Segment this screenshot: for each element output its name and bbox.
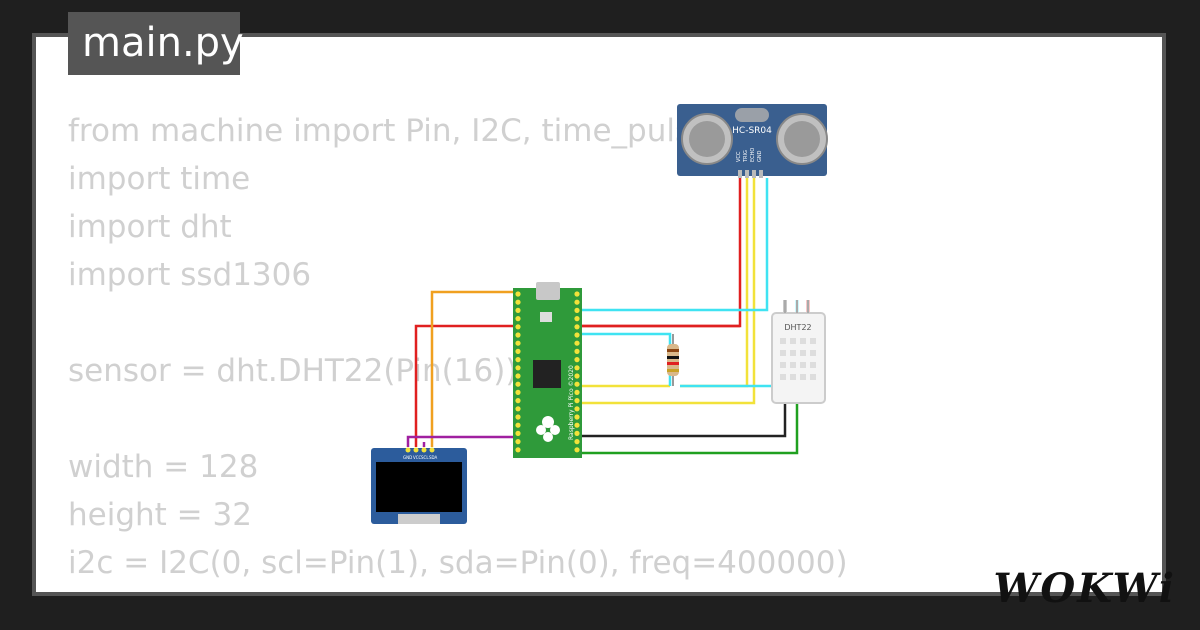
dht-sensor[interactable]: DHT22 — [771, 300, 826, 404]
pico-pin — [574, 307, 580, 313]
code-line: import ssd1306 — [68, 257, 312, 293]
pico-label: Raspberry Pi Pico ©2020 — [568, 365, 575, 440]
dht-label: DHT22 — [784, 323, 811, 332]
pico-pin — [574, 414, 580, 420]
pico-pin — [515, 307, 521, 313]
oled-pin-label: SDA — [429, 455, 438, 460]
pico-pin — [574, 357, 580, 363]
ultrasonic-pin-label: GND — [757, 150, 763, 162]
pico-pin — [574, 398, 580, 404]
wire-purple[interactable] — [406, 435, 515, 447]
pico-pin — [515, 316, 521, 322]
wires — [406, 178, 810, 455]
pico-pin — [574, 389, 580, 395]
usb-port — [536, 282, 560, 300]
pico-pin — [515, 414, 521, 420]
pico-pin — [515, 430, 521, 436]
pico-pin — [574, 340, 580, 346]
pico-pin — [515, 389, 521, 395]
pico-pin — [515, 381, 521, 387]
code-line: import dht — [68, 209, 232, 245]
pico-pin — [574, 373, 580, 379]
pico-pin — [574, 291, 580, 297]
canvas-card: from machine import Pin, I2C, time_pulse… — [32, 33, 1166, 596]
pico-pin — [515, 439, 521, 445]
code-background: from machine import Pin, I2C, time_pulse… — [68, 107, 866, 592]
resistor[interactable] — [667, 334, 679, 386]
ultrasonic-label: HC-SR04 — [732, 126, 772, 136]
ultrasonic-pin-label: ECHO — [750, 148, 756, 162]
pico-pin — [515, 332, 521, 338]
ultrasonic-pin-label: VCC — [736, 151, 742, 162]
pico-pin — [515, 373, 521, 379]
wire-yellow-trig[interactable] — [680, 178, 749, 388]
ultrasonic-sensor[interactable]: HC-SR04 VCC TRIG ECHO GND — [677, 104, 828, 178]
pico-pin — [515, 291, 521, 297]
pico-pin — [574, 406, 580, 412]
code-line: import time — [68, 161, 251, 197]
code-line: sensor = dht.DHT22(Pin(16)) — [68, 353, 518, 389]
pico-pin — [515, 447, 521, 453]
pico-pin — [515, 365, 521, 371]
oled-pin-label: GND — [403, 455, 412, 460]
pico-pin — [574, 348, 580, 354]
pico-pin — [515, 299, 521, 305]
pico-pin — [574, 324, 580, 330]
wokwi-logo[interactable]: WOKWi — [993, 565, 1176, 612]
oled-pin-label: VCC — [413, 455, 422, 460]
pico-pin — [574, 447, 580, 453]
pico-pin — [574, 332, 580, 338]
oled-pin-label: SCL — [421, 455, 429, 460]
code-line: width = 128 — [68, 449, 259, 485]
ultrasonic-pin-label: TRIG — [743, 150, 749, 163]
pico-pin — [515, 340, 521, 346]
pico-pin — [574, 430, 580, 436]
wire-cyan-resistor[interactable] — [575, 332, 672, 386]
pico-pin — [515, 324, 521, 330]
pico-pin — [574, 316, 580, 322]
pico-pin — [515, 357, 521, 363]
file-title-tab[interactable]: main.py — [68, 12, 244, 75]
pico-pin — [574, 365, 580, 371]
wire-green[interactable] — [575, 400, 799, 455]
pico-pin — [574, 381, 580, 387]
wire-yellow-echo[interactable] — [575, 178, 756, 405]
pico-pin — [515, 348, 521, 354]
pico-pin — [574, 299, 580, 305]
pico-pin — [574, 422, 580, 428]
wire-cyan-top[interactable] — [575, 178, 769, 312]
pico-pin — [515, 422, 521, 428]
pico-pin — [515, 406, 521, 412]
wire-orange[interactable] — [430, 290, 515, 447]
pico-pin — [574, 439, 580, 445]
oled-display[interactable]: GND VCC SCL SDA — [371, 447, 467, 525]
code-line: height = 32 — [68, 497, 252, 533]
code-line: i2c = I2C(0, scl=Pin(1), sda=Pin(0), fre… — [68, 545, 848, 581]
pico-pin — [515, 398, 521, 404]
pico-board[interactable]: Raspberry Pi Pico ©2020 — [513, 282, 582, 458]
